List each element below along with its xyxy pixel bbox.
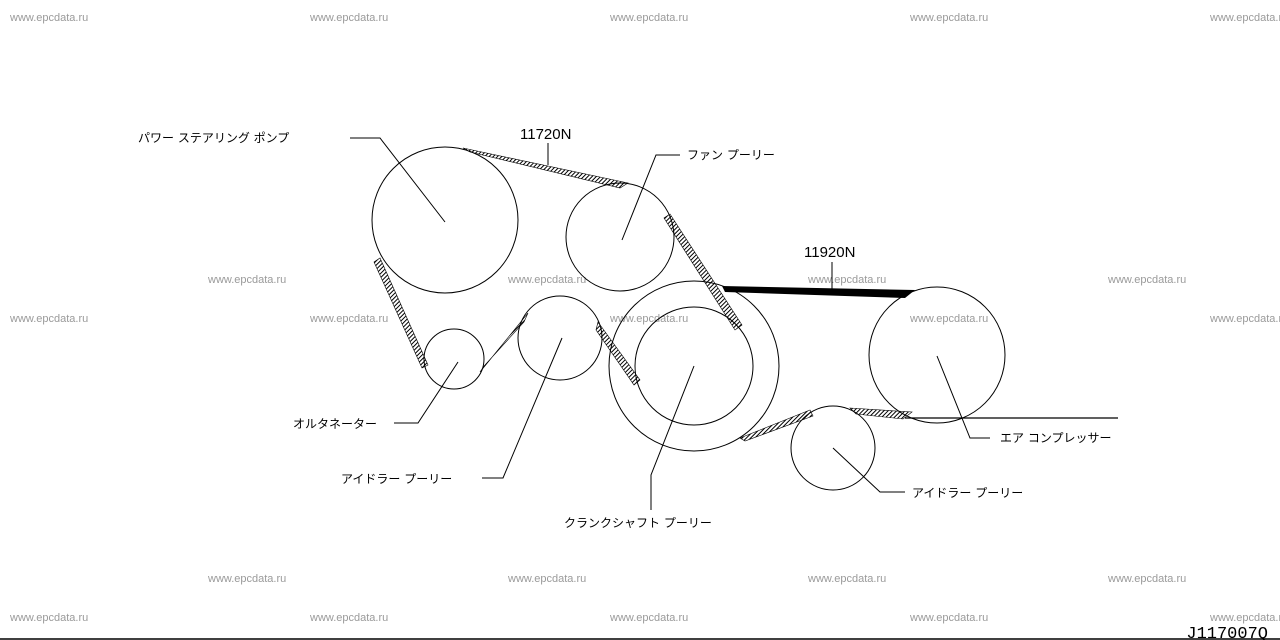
watermark: www.epcdata.ru xyxy=(807,274,886,286)
leader-alternator xyxy=(394,361,459,424)
fan-pulley xyxy=(565,182,675,292)
belt-segment xyxy=(373,257,429,369)
crankshaft-pulley-outer xyxy=(608,280,780,452)
label-power-steering-pump: パワー ステアリング ポンプ xyxy=(138,131,289,145)
watermark: www.epcdata.ru xyxy=(207,274,286,286)
leader-lines xyxy=(350,137,990,510)
air-compressor-pulley xyxy=(868,286,1006,424)
watermark: www.epcdata.ru xyxy=(807,573,886,585)
belt-segment xyxy=(722,286,915,298)
part-number-belt-upper: 11720N xyxy=(520,126,571,143)
watermark: www.epcdata.ru xyxy=(909,313,988,325)
idler-pulley-left xyxy=(517,295,603,381)
watermark: www.epcdata.ru xyxy=(609,612,688,624)
part-number-belt-lower: 11920N xyxy=(804,244,855,261)
watermarks: www.epcdata.ru www.epcdata.ru www.epcdat… xyxy=(9,12,1280,624)
watermark: www.epcdata.ru xyxy=(1209,612,1280,624)
watermark: www.epcdata.ru xyxy=(309,612,388,624)
watermark: www.epcdata.ru xyxy=(1209,12,1280,24)
leader-fan xyxy=(621,154,680,241)
watermark: www.epcdata.ru xyxy=(909,612,988,624)
belt-segment xyxy=(462,147,629,189)
leader-idler-left xyxy=(482,337,563,479)
watermark: www.epcdata.ru xyxy=(609,12,688,24)
watermark: www.epcdata.ru xyxy=(507,274,586,286)
label-alternator: オルタネーター xyxy=(293,417,377,431)
watermark: www.epcdata.ru xyxy=(1107,573,1186,585)
watermark: www.epcdata.ru xyxy=(909,12,988,24)
watermark: www.epcdata.ru xyxy=(1209,313,1280,325)
watermark: www.epcdata.ru xyxy=(609,313,688,325)
watermark: www.epcdata.ru xyxy=(207,573,286,585)
alternator-pulley xyxy=(423,328,485,390)
belt-segment xyxy=(739,409,814,442)
label-idler-pulley-right: アイドラー プーリー xyxy=(912,486,1023,500)
power-steering-pump-pulley xyxy=(371,146,519,294)
watermark: www.epcdata.ru xyxy=(9,12,88,24)
leader-idler-right xyxy=(832,447,905,493)
leader-power-steering xyxy=(350,137,446,223)
crankshaft-pulley-inner xyxy=(634,306,754,426)
idler-pulley-right xyxy=(790,405,876,491)
labels: パワー ステアリング ポンプ 11720N ファン プーリー 11920N オル… xyxy=(138,126,1111,530)
leader-crankshaft xyxy=(650,365,695,510)
watermark: www.epcdata.ru xyxy=(507,573,586,585)
label-fan-pulley: ファン プーリー xyxy=(687,148,775,162)
watermark: www.epcdata.ru xyxy=(9,313,88,325)
belt-segment xyxy=(663,213,743,331)
belt-segment xyxy=(595,321,641,386)
label-crankshaft-pulley: クランクシャフト プーリー xyxy=(564,516,712,530)
label-air-compressor: エア コンプレッサー xyxy=(1000,431,1111,445)
leader-air-compressor xyxy=(936,355,990,439)
watermark: www.epcdata.ru xyxy=(309,12,388,24)
diagram-code: J117007Q xyxy=(1186,625,1268,640)
watermark: www.epcdata.ru xyxy=(309,313,388,325)
watermark: www.epcdata.ru xyxy=(9,612,88,624)
belt-upper xyxy=(373,147,743,386)
pulleys xyxy=(371,146,1006,491)
belt-lower xyxy=(722,286,1118,442)
label-idler-pulley-left: アイドラー プーリー xyxy=(341,472,452,486)
watermark: www.epcdata.ru xyxy=(1107,274,1186,286)
